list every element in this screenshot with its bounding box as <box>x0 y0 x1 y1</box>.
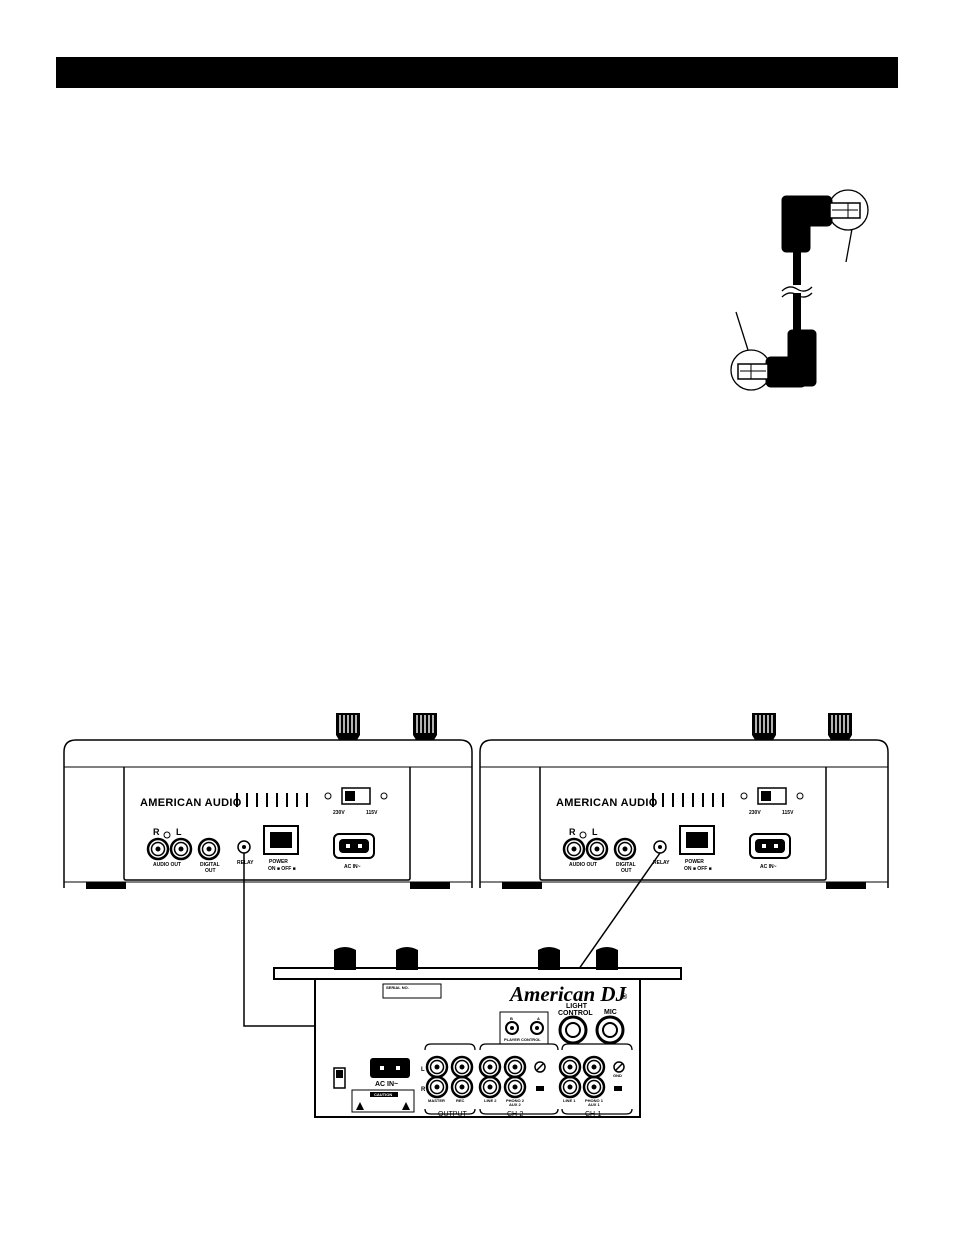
svg-text:115V: 115V <box>366 810 378 816</box>
svg-text:B: B <box>510 1016 513 1021</box>
svg-text:PLAYER CONTROL: PLAYER CONTROL <box>504 1037 541 1042</box>
player-control-a-jack[interactable] <box>530 1021 544 1035</box>
svg-text:DIGITAL: DIGITAL <box>616 862 636 868</box>
svg-text:AC IN~: AC IN~ <box>344 864 361 870</box>
svg-text:AUDIO OUT: AUDIO OUT <box>569 862 597 868</box>
svg-text:DIGITAL: DIGITAL <box>200 862 220 868</box>
svg-text:OUT: OUT <box>205 868 216 874</box>
digital-out-jack[interactable] <box>613 837 637 861</box>
mic-jack[interactable] <box>595 1015 625 1045</box>
svg-text:ON ■ OFF ■: ON ■ OFF ■ <box>684 866 712 872</box>
svg-text:REC: REC <box>456 1098 465 1103</box>
svg-text:AC IN~: AC IN~ <box>375 1081 398 1088</box>
svg-text:AC IN~: AC IN~ <box>760 864 777 870</box>
cd-player-left: AMERICAN AUDIO 230V 115V R L AUDIO OUT D… <box>63 712 473 889</box>
audio-out-r-jack[interactable] <box>562 837 586 861</box>
svg-text:115V: 115V <box>782 810 794 816</box>
light-control-jack[interactable] <box>558 1015 588 1045</box>
cable-bottom-pointer <box>735 311 749 351</box>
cable-top-plug-arm <box>799 195 833 227</box>
svg-text:AUDIO OUT: AUDIO OUT <box>153 862 181 868</box>
mixer-ac-in-socket[interactable] <box>370 1058 410 1078</box>
svg-text:R: R <box>421 1087 426 1093</box>
svg-text:CONTROL: CONTROL <box>558 1010 593 1017</box>
svg-text:230V: 230V <box>333 810 345 816</box>
svg-text:LINE 1: LINE 1 <box>563 1098 576 1103</box>
svg-text:CAUTION: CAUTION <box>374 1092 392 1097</box>
audio-out-l-jack[interactable] <box>585 837 609 861</box>
cable-top-pointer <box>845 228 853 263</box>
audio-out-r-jack[interactable] <box>146 837 170 861</box>
svg-text:A: A <box>537 1016 540 1021</box>
svg-text:MIC: MIC <box>604 1009 617 1016</box>
svg-text:RELAY: RELAY <box>237 860 254 866</box>
svg-text:OUTPUT: OUTPUT <box>438 1111 468 1118</box>
svg-text:RELAY: RELAY <box>653 860 670 866</box>
cable-top-tip-highlight <box>827 189 869 231</box>
svg-text:OUT: OUT <box>621 868 632 874</box>
svg-text:R: R <box>153 827 160 837</box>
section-header-bar <box>56 57 898 88</box>
svg-text:PHONO 1: PHONO 1 <box>585 1098 604 1103</box>
gnd-terminal[interactable] <box>534 1061 625 1073</box>
digital-out-jack[interactable] <box>197 837 221 861</box>
svg-text:230V: 230V <box>749 810 761 816</box>
player-brand-logo: AMERICAN AUDIO <box>556 797 658 809</box>
svg-text:LINE 2: LINE 2 <box>484 1098 497 1103</box>
cable-bottom-plug-arm <box>765 356 807 388</box>
relay-cable-illustration <box>730 189 869 391</box>
svg-text:ON ■ OFF ■: ON ■ OFF ■ <box>268 866 296 872</box>
svg-text:PHONO 2: PHONO 2 <box>506 1098 525 1103</box>
player-control-b-jack[interactable] <box>505 1021 519 1035</box>
svg-text:CH-2: CH-2 <box>507 1111 523 1118</box>
svg-text:POWER: POWER <box>685 859 704 865</box>
svg-text:®: ® <box>622 993 628 1001</box>
cable-bottom-tip-highlight <box>730 349 772 391</box>
svg-text:MASTER: MASTER <box>428 1098 445 1103</box>
svg-text:SERIAL NO.: SERIAL NO. <box>386 985 409 990</box>
svg-text:GND: GND <box>613 1073 622 1078</box>
svg-text:AUX 2: AUX 2 <box>509 1102 522 1107</box>
svg-text:R: R <box>569 827 576 837</box>
svg-text:AUX 1: AUX 1 <box>588 1102 601 1107</box>
svg-text:LIGHT: LIGHT <box>566 1003 588 1010</box>
svg-text:L: L <box>176 827 182 837</box>
svg-text:L: L <box>421 1067 425 1073</box>
svg-text:CH-1: CH-1 <box>585 1111 601 1118</box>
svg-text:L: L <box>592 827 598 837</box>
mixer-brand-logo: American DJ <box>508 982 628 1006</box>
player-brand-logo: AMERICAN AUDIO <box>140 797 242 809</box>
cd-player-right: AMERICAN AUDIO 230V 115V R L AUDIO OUT D… <box>479 712 889 889</box>
mixer: SERIAL NO. American DJ ® LIGHT CONTROL M… <box>273 947 682 1118</box>
svg-text:POWER: POWER <box>269 859 288 865</box>
audio-out-l-jack[interactable] <box>169 837 193 861</box>
